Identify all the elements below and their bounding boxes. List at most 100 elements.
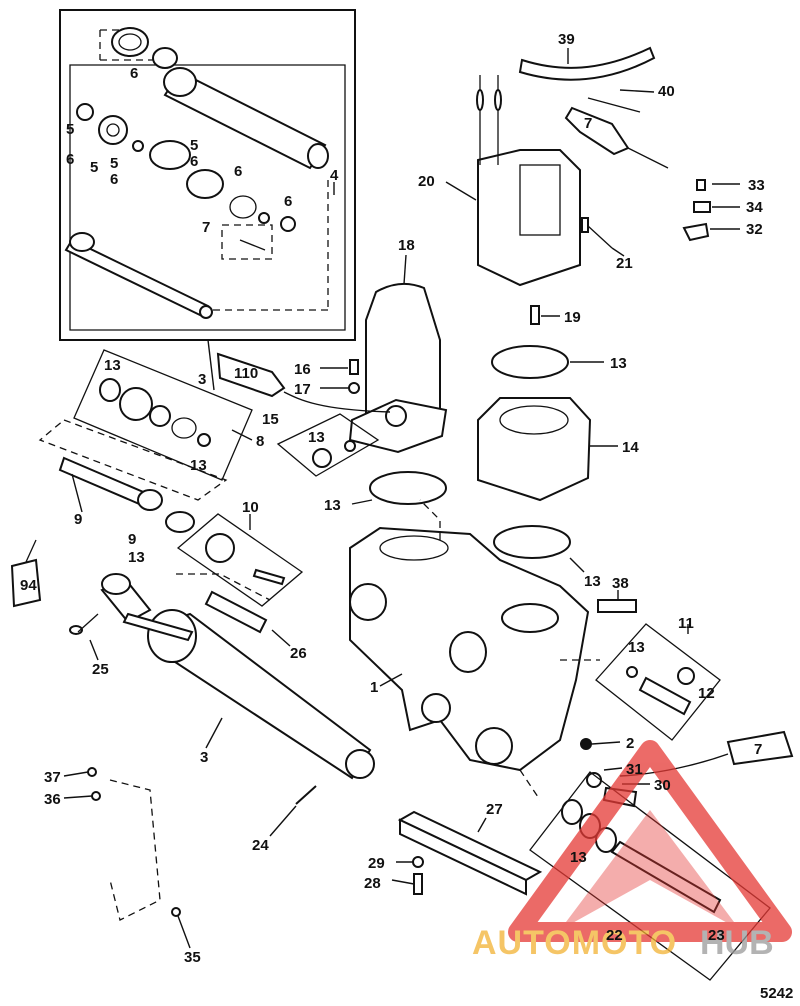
callout-9-b: 9	[128, 531, 136, 548]
callout-30: 30	[654, 777, 671, 794]
callout-3-a: 3	[198, 371, 206, 388]
callout-13-a: 13	[610, 355, 627, 372]
callout-5-a: 5	[66, 121, 74, 138]
sealant-tube-94	[10, 539, 42, 608]
watermark-auto-text: AUTOMOTO	[472, 924, 677, 962]
callout-29: 29	[368, 855, 385, 872]
callout-17: 17	[294, 381, 311, 398]
pin-26	[204, 590, 268, 634]
callout-15: 15	[262, 411, 279, 428]
inset-box-pump-detail	[59, 9, 356, 341]
pump-tube	[163, 67, 329, 170]
watermark-red-triangle	[508, 740, 792, 942]
electric-motor-assembly	[476, 75, 581, 287]
callout-28: 28	[364, 875, 381, 892]
sealant-tube-110	[216, 352, 391, 413]
box-11-relief-valve	[595, 623, 721, 741]
callout-12: 12	[698, 685, 715, 702]
automotohub-watermark: AUTOMOTO HUB	[472, 740, 792, 962]
screw-21	[581, 217, 613, 249]
callout-39: 39	[558, 31, 575, 48]
figure-code: 5242	[760, 985, 793, 1002]
callout-31: 31	[626, 761, 643, 778]
callout-16: 16	[294, 361, 311, 378]
callout-13-g: 13	[128, 549, 145, 566]
callout-22: 22	[606, 927, 623, 944]
assembly-dash-lines	[176, 499, 600, 801]
callout-13-f: 13	[570, 849, 587, 866]
callout-3-b: 3	[200, 749, 208, 766]
wiring-hose	[518, 46, 656, 81]
callout-34: 34	[746, 199, 763, 216]
seal-parts	[76, 103, 296, 232]
callout-19: 19	[564, 309, 581, 326]
pump-rod	[64, 232, 213, 319]
callout-8: 8	[256, 433, 264, 450]
pin-24	[295, 785, 317, 805]
callout-6-d: 6	[190, 153, 198, 170]
washer-29	[412, 856, 424, 868]
shim-38	[597, 599, 637, 613]
callout-6-a: 6	[130, 65, 138, 82]
callout-7-a: 7	[202, 219, 210, 236]
reservoir-cap	[111, 27, 178, 69]
sealant-tube-7-top	[564, 106, 669, 169]
callout-9-a: 9	[74, 511, 82, 528]
callout-13-e: 13	[628, 639, 645, 656]
callout-32: 32	[746, 221, 763, 238]
tube-label-94: 94	[20, 577, 37, 594]
o-ring-13-upper	[491, 345, 569, 379]
callout-18: 18	[398, 237, 415, 254]
callout-33: 33	[748, 177, 765, 194]
callout-25: 25	[92, 661, 109, 678]
bolt-16-17	[348, 359, 360, 394]
callout-4: 4	[330, 167, 339, 184]
small-hardware-32-34	[682, 179, 711, 242]
box-10-check-valve	[176, 513, 304, 607]
callout-27: 27	[486, 801, 503, 818]
watermark-red-arrow	[560, 810, 740, 930]
leader-lines	[63, 48, 740, 949]
o-ring-13-middle	[369, 471, 447, 505]
callout-13-i: 13	[190, 457, 207, 474]
callout-5-c: 5	[110, 155, 118, 172]
manifold-housing-1	[349, 526, 590, 772]
callout-5-b: 5	[90, 159, 98, 176]
tube-label-7-top: 7	[584, 115, 592, 132]
box-8-valve	[38, 349, 253, 501]
trim-cylinder-3	[100, 573, 375, 780]
pump-body-14	[477, 397, 592, 502]
bracket-35-37	[87, 767, 181, 921]
callout-14: 14	[622, 439, 639, 456]
bolt-25	[69, 613, 99, 635]
callout-6-f: 6	[284, 193, 292, 210]
callout-20: 20	[418, 173, 435, 190]
tube-label-7-right: 7	[754, 741, 762, 758]
callout-21: 21	[616, 255, 633, 272]
reservoir-18	[348, 282, 448, 454]
callout-37: 37	[44, 769, 61, 786]
callout-36: 36	[44, 791, 61, 808]
bar-27	[397, 810, 543, 896]
callout-40: 40	[658, 83, 675, 100]
callout-38: 38	[612, 575, 629, 592]
pin-19	[530, 305, 540, 325]
callout-labels: 39 40 33 34 32 21 20 19 18 16 17 13 14 1…	[44, 31, 765, 966]
callout-6-b: 6	[66, 151, 74, 168]
callout-24: 24	[252, 837, 269, 854]
callout-1: 1	[370, 679, 378, 696]
watermark-hub-text: HUB	[700, 924, 774, 962]
callout-13-d: 13	[584, 573, 601, 590]
o-ring-13-lower	[493, 525, 571, 559]
callout-11: 11	[678, 615, 694, 632]
callout-6-e: 6	[234, 163, 242, 180]
callout-13-h: 13	[104, 357, 121, 374]
screw-28	[413, 873, 423, 895]
callout-5-d: 5	[190, 137, 198, 154]
callout-13-c: 13	[324, 497, 341, 514]
callout-6-c: 6	[110, 171, 118, 188]
callout-10: 10	[242, 499, 259, 516]
box-15-fitting	[276, 413, 380, 477]
callout-23: 23	[708, 927, 725, 944]
